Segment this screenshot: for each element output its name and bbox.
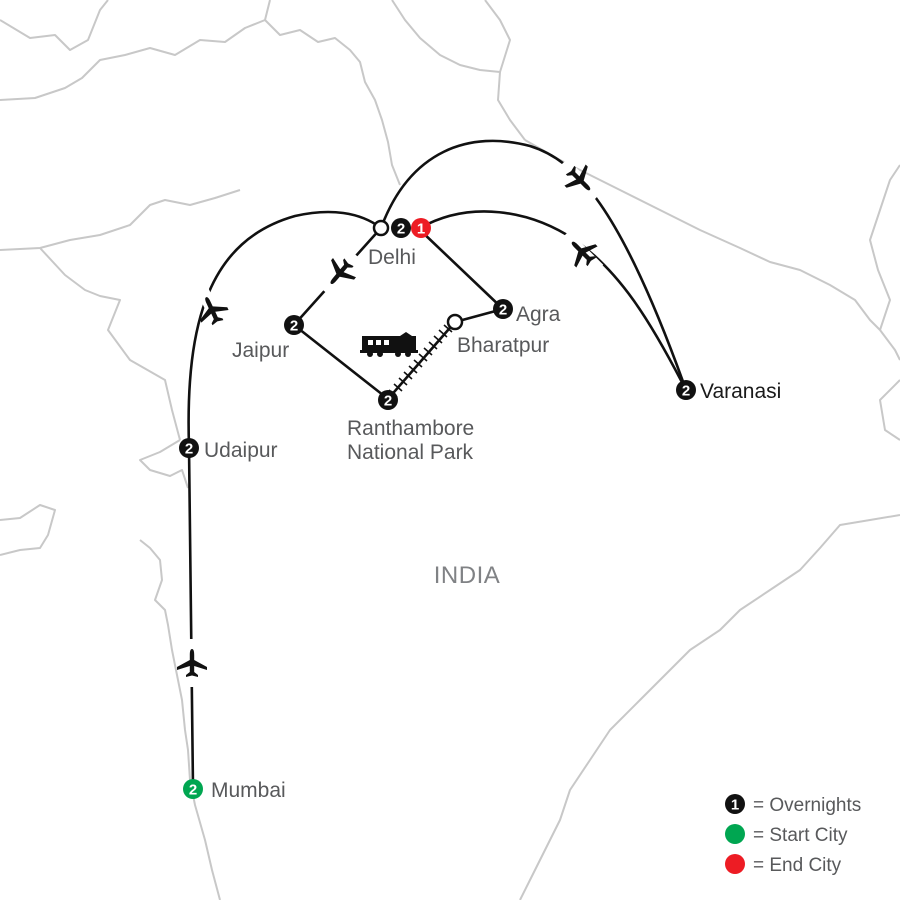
flight-route-udaipur-delhi [187, 210, 383, 449]
legend-overnights-symbol: 1 [731, 797, 739, 814]
drive-route-agra-delhi [418, 228, 505, 311]
city-label-jaipur: Jaipur [232, 339, 289, 362]
transit-marker [446, 313, 464, 331]
legend-start-label: = Start City [753, 825, 848, 846]
overnights-count: 2 [384, 393, 392, 410]
city-label-udaipur: Udaipur [204, 439, 278, 462]
city-label-varanasi: Varanasi [700, 380, 781, 403]
city-udaipur[interactable]: 2 Udaipur [179, 438, 278, 462]
overnights-count: 2 [185, 441, 193, 458]
flight-route-varanasi-delhi-inner [418, 210, 688, 392]
routes [187, 139, 688, 790]
overnight-marker [179, 438, 199, 458]
overnight-marker [391, 218, 411, 238]
city-label-delhi: Delhi [368, 246, 416, 269]
airplane-icons [177, 158, 604, 687]
city-mumbai[interactable]: 2 Mumbai [183, 779, 286, 802]
overnight-marker [493, 299, 513, 319]
legend: 1 = Overnights = Start City = End City [725, 794, 861, 876]
overnights-count: 2 [189, 782, 197, 799]
city-label-ranthambore-line2: National Park [347, 441, 474, 464]
city-label-ranthambore-line1: Ranthambore [347, 417, 474, 440]
overnights-count: 2 [499, 302, 507, 319]
city-markers: 2 Mumbai 2 Udaipur 2 1 Delhi 2 Jaipur 2 [179, 218, 781, 802]
city-label-bharatpur: Bharatpur [457, 334, 549, 357]
legend-overnights: 1 = Overnights [725, 794, 861, 816]
end-city-icon [725, 854, 745, 874]
city-delhi[interactable]: 2 1 Delhi [368, 218, 431, 269]
overnight-marker [378, 390, 398, 410]
airplane-icon [192, 285, 232, 335]
overnights-count: 2 [290, 318, 298, 335]
train-icon [360, 332, 418, 357]
airplane-icon [560, 230, 604, 274]
airplane-icon [177, 639, 207, 687]
legend-end-label: = End City [753, 855, 842, 876]
overnights-count: 2 [682, 383, 690, 400]
start-city-marker [183, 779, 203, 799]
city-varanasi[interactable]: 2 Varanasi [676, 380, 781, 403]
legend-start: = Start City [725, 824, 848, 846]
city-label-mumbai: Mumbai [211, 779, 286, 802]
end-overnights-count: 1 [417, 221, 425, 238]
flight-route-mumbai-udaipur [187, 445, 195, 790]
overnight-marker [284, 315, 304, 335]
flight-route-delhi-varanasi-outer [379, 139, 688, 392]
overnight-marker [676, 380, 696, 400]
start-city-icon [725, 824, 745, 844]
airplane-icon [558, 158, 602, 202]
city-label-agra: Agra [516, 303, 561, 326]
country-label: INDIA [434, 562, 501, 589]
city-ranthambore[interactable]: 2 Ranthambore National Park [347, 390, 474, 464]
drive-route-jaipur-ranthambore [292, 323, 390, 401]
legend-overnights-label: = Overnights [753, 795, 861, 816]
legend-end: = End City [725, 854, 842, 876]
city-bharatpur[interactable]: Bharatpur [446, 313, 549, 357]
end-city-marker [411, 218, 431, 238]
city-jaipur[interactable]: 2 Jaipur [232, 315, 304, 362]
overnights-count: 2 [397, 221, 405, 238]
overnight-marker-icon [725, 794, 745, 814]
city-agra[interactable]: 2 Agra [493, 299, 561, 326]
airplane-icon [319, 250, 361, 296]
transit-marker [372, 219, 390, 237]
